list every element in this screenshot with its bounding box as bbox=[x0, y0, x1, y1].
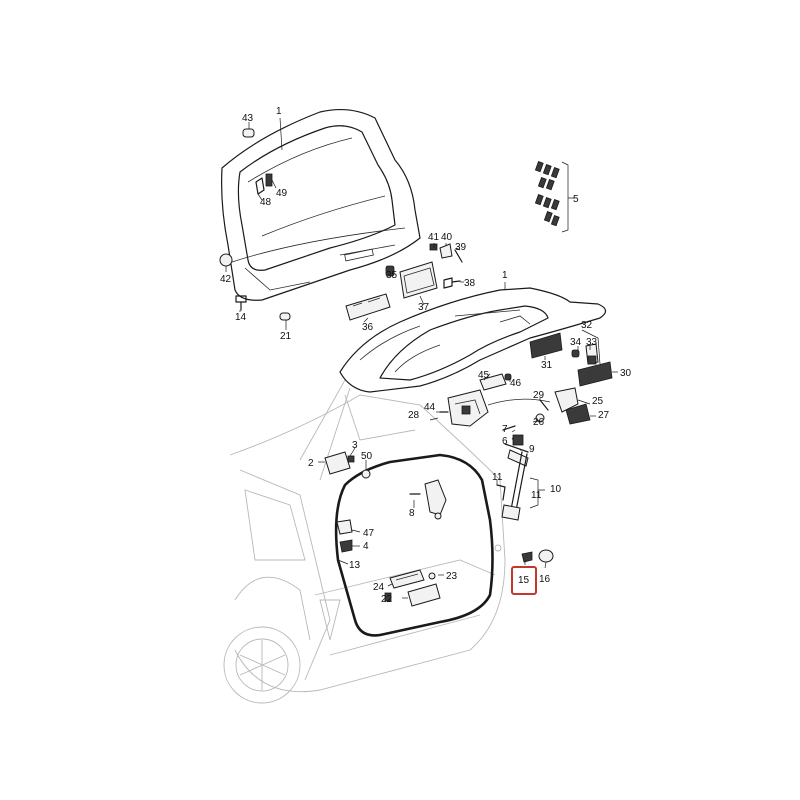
tailgate-inner-panel bbox=[339, 287, 607, 393]
callout-14: 14 bbox=[235, 312, 247, 323]
callout-8: 8 bbox=[409, 508, 415, 519]
callout-11a: 11 bbox=[492, 472, 503, 483]
callout-3: 3 bbox=[352, 440, 358, 451]
callout-11b: 11 bbox=[531, 490, 542, 501]
callout-30: 30 bbox=[620, 368, 632, 379]
callout-9: 9 bbox=[529, 444, 535, 455]
callout-22: 22 bbox=[381, 594, 393, 605]
highlight-box bbox=[511, 566, 537, 595]
callout-43: 43 bbox=[242, 113, 254, 124]
callout-29: 29 bbox=[533, 390, 545, 401]
callout-47: 47 bbox=[363, 528, 375, 539]
callout-35: 35 bbox=[386, 270, 398, 281]
callout-40: 40 bbox=[441, 232, 453, 243]
callout-32: 32 bbox=[581, 320, 593, 331]
seal-opening bbox=[334, 453, 494, 637]
callout-36: 36 bbox=[362, 322, 374, 333]
tailgate-outer-panel bbox=[221, 108, 421, 301]
callout-16: 16 bbox=[539, 574, 551, 585]
callout-49: 49 bbox=[276, 188, 288, 199]
callout-24: 24 bbox=[373, 582, 385, 593]
callout-15: 15 bbox=[518, 575, 530, 586]
callout-27: 27 bbox=[598, 410, 610, 421]
callout-25: 25 bbox=[592, 396, 604, 407]
callout-45: 45 bbox=[478, 370, 490, 381]
callout-39: 39 bbox=[455, 242, 467, 253]
callout-42: 42 bbox=[220, 274, 232, 285]
small-parts bbox=[219, 128, 613, 607]
callout-21: 21 bbox=[280, 331, 292, 342]
callout-2: 2 bbox=[308, 458, 314, 469]
callout-1a: 1 bbox=[276, 106, 282, 117]
callout-33: 33 bbox=[586, 337, 598, 348]
callout-26: 26 bbox=[533, 417, 545, 428]
callout-5: 5 bbox=[573, 194, 579, 205]
callout-1b: 1 bbox=[502, 270, 508, 281]
callout-28: 28 bbox=[408, 410, 420, 421]
callout-38: 38 bbox=[464, 278, 476, 289]
callout-46: 46 bbox=[510, 378, 522, 389]
callout-31: 31 bbox=[541, 360, 553, 371]
callout-10: 10 bbox=[550, 484, 562, 495]
vehicle-outline bbox=[223, 379, 506, 704]
callout-13: 13 bbox=[349, 560, 361, 571]
callout-37: 37 bbox=[418, 302, 430, 313]
callout-48: 48 bbox=[260, 197, 272, 208]
callout-4: 4 bbox=[363, 541, 369, 552]
callout-7: 7 bbox=[502, 424, 508, 435]
callout-34: 34 bbox=[570, 337, 582, 348]
callout-6: 6 bbox=[502, 436, 508, 447]
callout-23: 23 bbox=[446, 571, 458, 582]
callout-41: 41 bbox=[428, 232, 440, 243]
callout-44: 44 bbox=[424, 402, 436, 413]
callout-labels: 1 43 49 48 5 41 40 39 35 38 37 36 42 14 … bbox=[220, 106, 632, 605]
leader-lines bbox=[225, 117, 618, 599]
callout-50: 50 bbox=[361, 451, 373, 462]
